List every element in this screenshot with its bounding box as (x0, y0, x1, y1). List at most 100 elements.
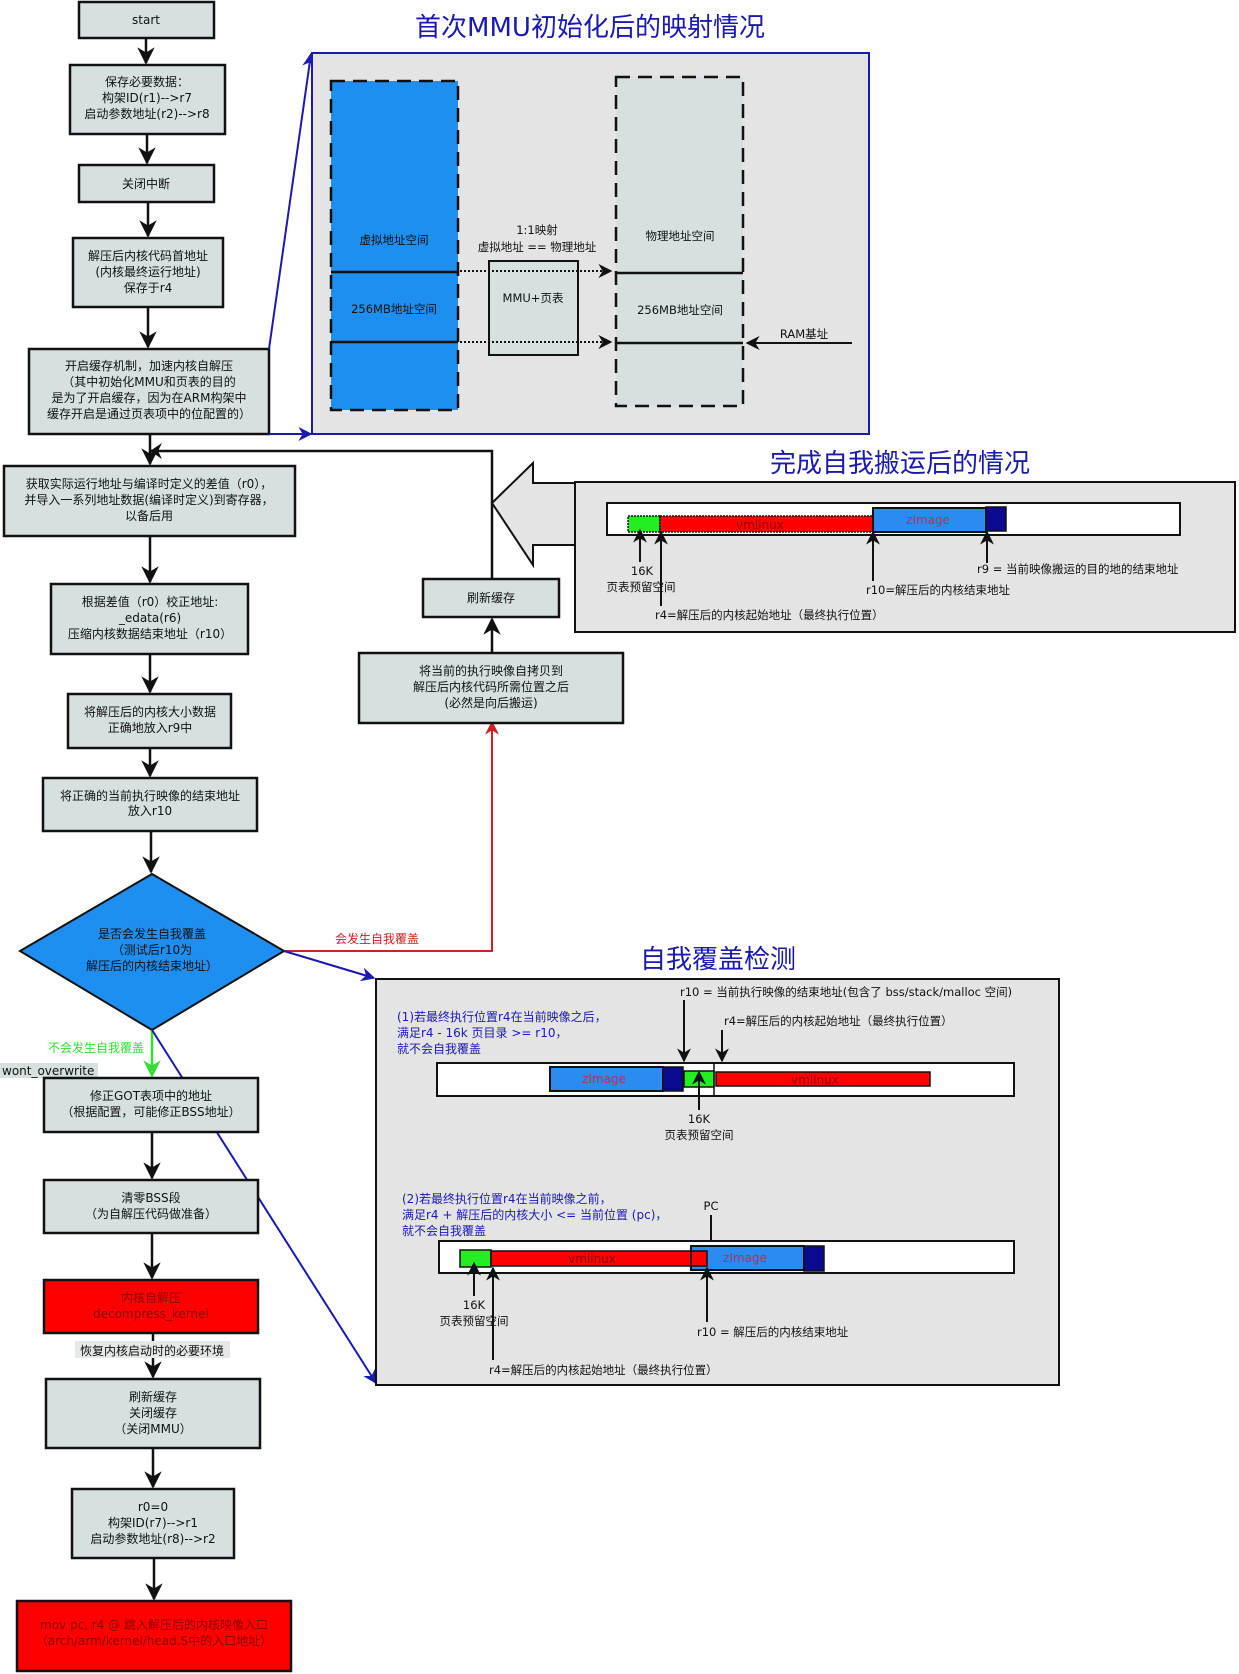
label: 是为了开启缓存，因为在ARM构架中 (52, 390, 247, 405)
label: 256MB地址空间 (351, 302, 437, 316)
label: 以备后用 (125, 509, 173, 523)
case2-text: 就不会自我覆盖 (402, 1224, 486, 1238)
label: 关闭中断 (122, 176, 170, 191)
label: 是否会发生自我覆盖 (98, 926, 206, 941)
r10-note: r10 = 当前执行映像的结束地址(包含了 bss/stack/malloc 空… (680, 985, 1012, 999)
case1-vmlinux-label: vmlinux (791, 1073, 839, 1087)
label: 保存必要数据： (105, 74, 189, 89)
label: 关闭缓存 (129, 1406, 177, 1420)
case2-bss-block (803, 1245, 825, 1272)
flow-flush-cache: 刷新缓存 关闭缓存 （关闭MMU） (44, 1377, 262, 1450)
case2-vmlinux-label: vmlinux (568, 1252, 616, 1266)
no-branch-label: 不会发生自我覆盖 (48, 1040, 144, 1055)
vmlinux-label: vmlinux (736, 518, 784, 532)
label: 获取实际运行地址与编译时定义的差值（r0）， (26, 476, 273, 491)
wont-overwrite-label: wont_overwrite (2, 1064, 94, 1078)
label: 将当前的执行映像自拷贝到 (419, 663, 563, 678)
case1-text: (1)若最终执行位置r4在当前映像之后， (397, 1009, 607, 1024)
label: 修正GOT表项中的地址 (90, 1088, 212, 1103)
case2-pagetable-block (459, 1249, 492, 1268)
flow-start: start (77, 0, 216, 40)
label: 并导入一系列地址数据(编译时定义)到寄存器， (24, 492, 273, 507)
flow-clear-bss: 清零BSS段 （为自解压代码做准备） (42, 1178, 260, 1235)
flow-save-data: 保存必要数据： 构架ID(r1)-->r7 启动参数地址(r2)-->r8 (68, 63, 227, 136)
case2-label-r10: r10 = 解压后的内核结束地址 (697, 1325, 849, 1339)
label: 解压后内核代码所需位置之后 (413, 679, 569, 694)
label: 清零BSS段 (121, 1190, 180, 1205)
label: （关闭MMU） (114, 1422, 192, 1436)
yes-branch-arrow (284, 720, 499, 952)
zimage-block (872, 507, 987, 533)
case2-overlap (690, 1250, 708, 1267)
label-r9: r9 = 当前映像搬运的目的地的结束地址 (977, 562, 1179, 576)
restore-env-bg (75, 1341, 230, 1358)
label: 构架ID(r1)-->r7 (102, 90, 192, 105)
case1-memory-bar (436, 1062, 1015, 1097)
pc-label: PC (704, 1199, 719, 1213)
label: 根据差值（r0）校正地址: (82, 594, 219, 609)
label: (必然是向后搬运) (444, 695, 537, 710)
label: 物理地址空间 (646, 229, 715, 243)
flow-start-label: start (132, 13, 160, 27)
label: （测试后r10为 (112, 942, 192, 957)
case2-label-16k: 16K (463, 1298, 486, 1312)
flow-fix-got: 修正GOT表项中的地址 （根据配置，可能修正BSS地址） (42, 1076, 260, 1134)
label-16k: 页表预留空间 (607, 580, 676, 594)
label: 将正确的当前执行映像的结束地址 (60, 788, 240, 803)
decision-overwrite: 是否会发生自我覆盖 （测试后r10为 解压后的内核结束地址） (18, 872, 286, 1032)
flow-decompress: 内核自解压 decompress_kernel (42, 1278, 260, 1335)
label: （其中初始化MMU和页表的目的 (62, 374, 236, 389)
flow-enable-cache: 开启缓存机制，加速内核自解压 （其中初始化MMU和页表的目的 是为了开启缓存，因… (27, 347, 271, 436)
case2-label-16k: 页表预留空间 (440, 1314, 509, 1328)
label: 缓存开启是通过页表项中的位配置的） (47, 406, 251, 421)
label: _edata(r6) (118, 611, 181, 625)
label-r10: r10=解压后的内核结束地址 (866, 583, 1010, 597)
label: 将解压后的内核大小数据 (84, 704, 216, 719)
label: r0=0 (138, 1500, 168, 1514)
label: decompress_kernel (93, 1307, 209, 1321)
case1-vmlinux-block (715, 1071, 931, 1087)
flow-copy-image: 将当前的执行映像自拷贝到 解压后内核代码所需位置之后 (必然是向后搬运) (357, 651, 625, 725)
pagetable-block (627, 515, 661, 533)
label: 解压后的内核结束地址） (86, 958, 218, 973)
label-r4: r4=解压后的内核起始地址（最终执行位置） (655, 608, 884, 622)
label: 压缩内核数据结束地址（r10） (68, 626, 232, 641)
flow-jump: mov pc, r4 @ 跳入解压后的内核映像入口 （arch/arm/kern… (15, 1599, 293, 1673)
overwrite-panel (375, 978, 1060, 1386)
flow-set-regs: r0=0 构架ID(r7)-->r1 启动参数地址(r8)-->r2 (70, 1487, 236, 1560)
label: （arch/arm/kernel/head.S中的入口地址） (36, 1633, 272, 1648)
overwrite-panel-title: 自我覆盖检测 (640, 945, 796, 975)
hollow-arrow-icon (490, 460, 576, 569)
case2-zimage-label: zImage (723, 1251, 767, 1265)
virtual-address-space: 虚拟地址空间 256MB地址空间 (329, 79, 460, 412)
label: （根据配置，可能修正BSS地址） (61, 1104, 240, 1119)
case2-text: (2)若最终执行位置r4在当前映像之前， (402, 1191, 612, 1206)
case1-zimage-block (549, 1066, 664, 1092)
case1-text: 就不会自我覆盖 (397, 1042, 481, 1056)
label: (内核最终运行地址) (95, 264, 200, 279)
yes-branch-label: 会发生自我覆盖 (335, 931, 419, 946)
label: 开启缓存机制，加速内核自解压 (65, 359, 233, 373)
label: 启动参数地址(r8)-->r2 (90, 1531, 215, 1546)
connector-to-mmu-panel (268, 52, 317, 350)
restore-env-label: 恢复内核启动时的必要环境 (80, 1343, 224, 1358)
case1-bss-block (662, 1066, 684, 1092)
case2-text: 满足r4 + 解压后的内核大小 <= 当前位置 (pc)， (402, 1207, 667, 1222)
flow-image-end: 将正确的当前执行映像的结束地址 放入r10 (41, 776, 259, 833)
case2-label-r4: r4=解压后的内核起始地址（最终执行位置） (489, 1363, 718, 1377)
label-16k: 16K (631, 564, 654, 578)
case1-label-16k: 页表预留空间 (665, 1128, 734, 1142)
mapping-label: 虚拟地址 == 物理地址 (478, 240, 597, 254)
flow-get-offset: 获取实际运行地址与编译时定义的差值（r0）， 并导入一系列地址数据(编译时定义)… (2, 464, 297, 538)
connector-to-overwrite-panel (283, 950, 376, 982)
mmu-page-table: MMU+页表 (488, 260, 579, 356)
label: 刷新缓存 (467, 590, 515, 605)
case1-zimage-label: zImage (582, 1072, 626, 1086)
label: 256MB地址空间 (637, 303, 723, 317)
label: 构架ID(r7)-->r1 (108, 1515, 198, 1530)
loop-back-line (150, 449, 494, 579)
mapping-label: 1:1映射 (516, 223, 558, 237)
wont-overwrite-tag (0, 1063, 98, 1078)
label: 正确地放入r9中 (108, 720, 193, 735)
physical-address-space: 物理地址空间 256MB地址空间 (614, 75, 745, 408)
